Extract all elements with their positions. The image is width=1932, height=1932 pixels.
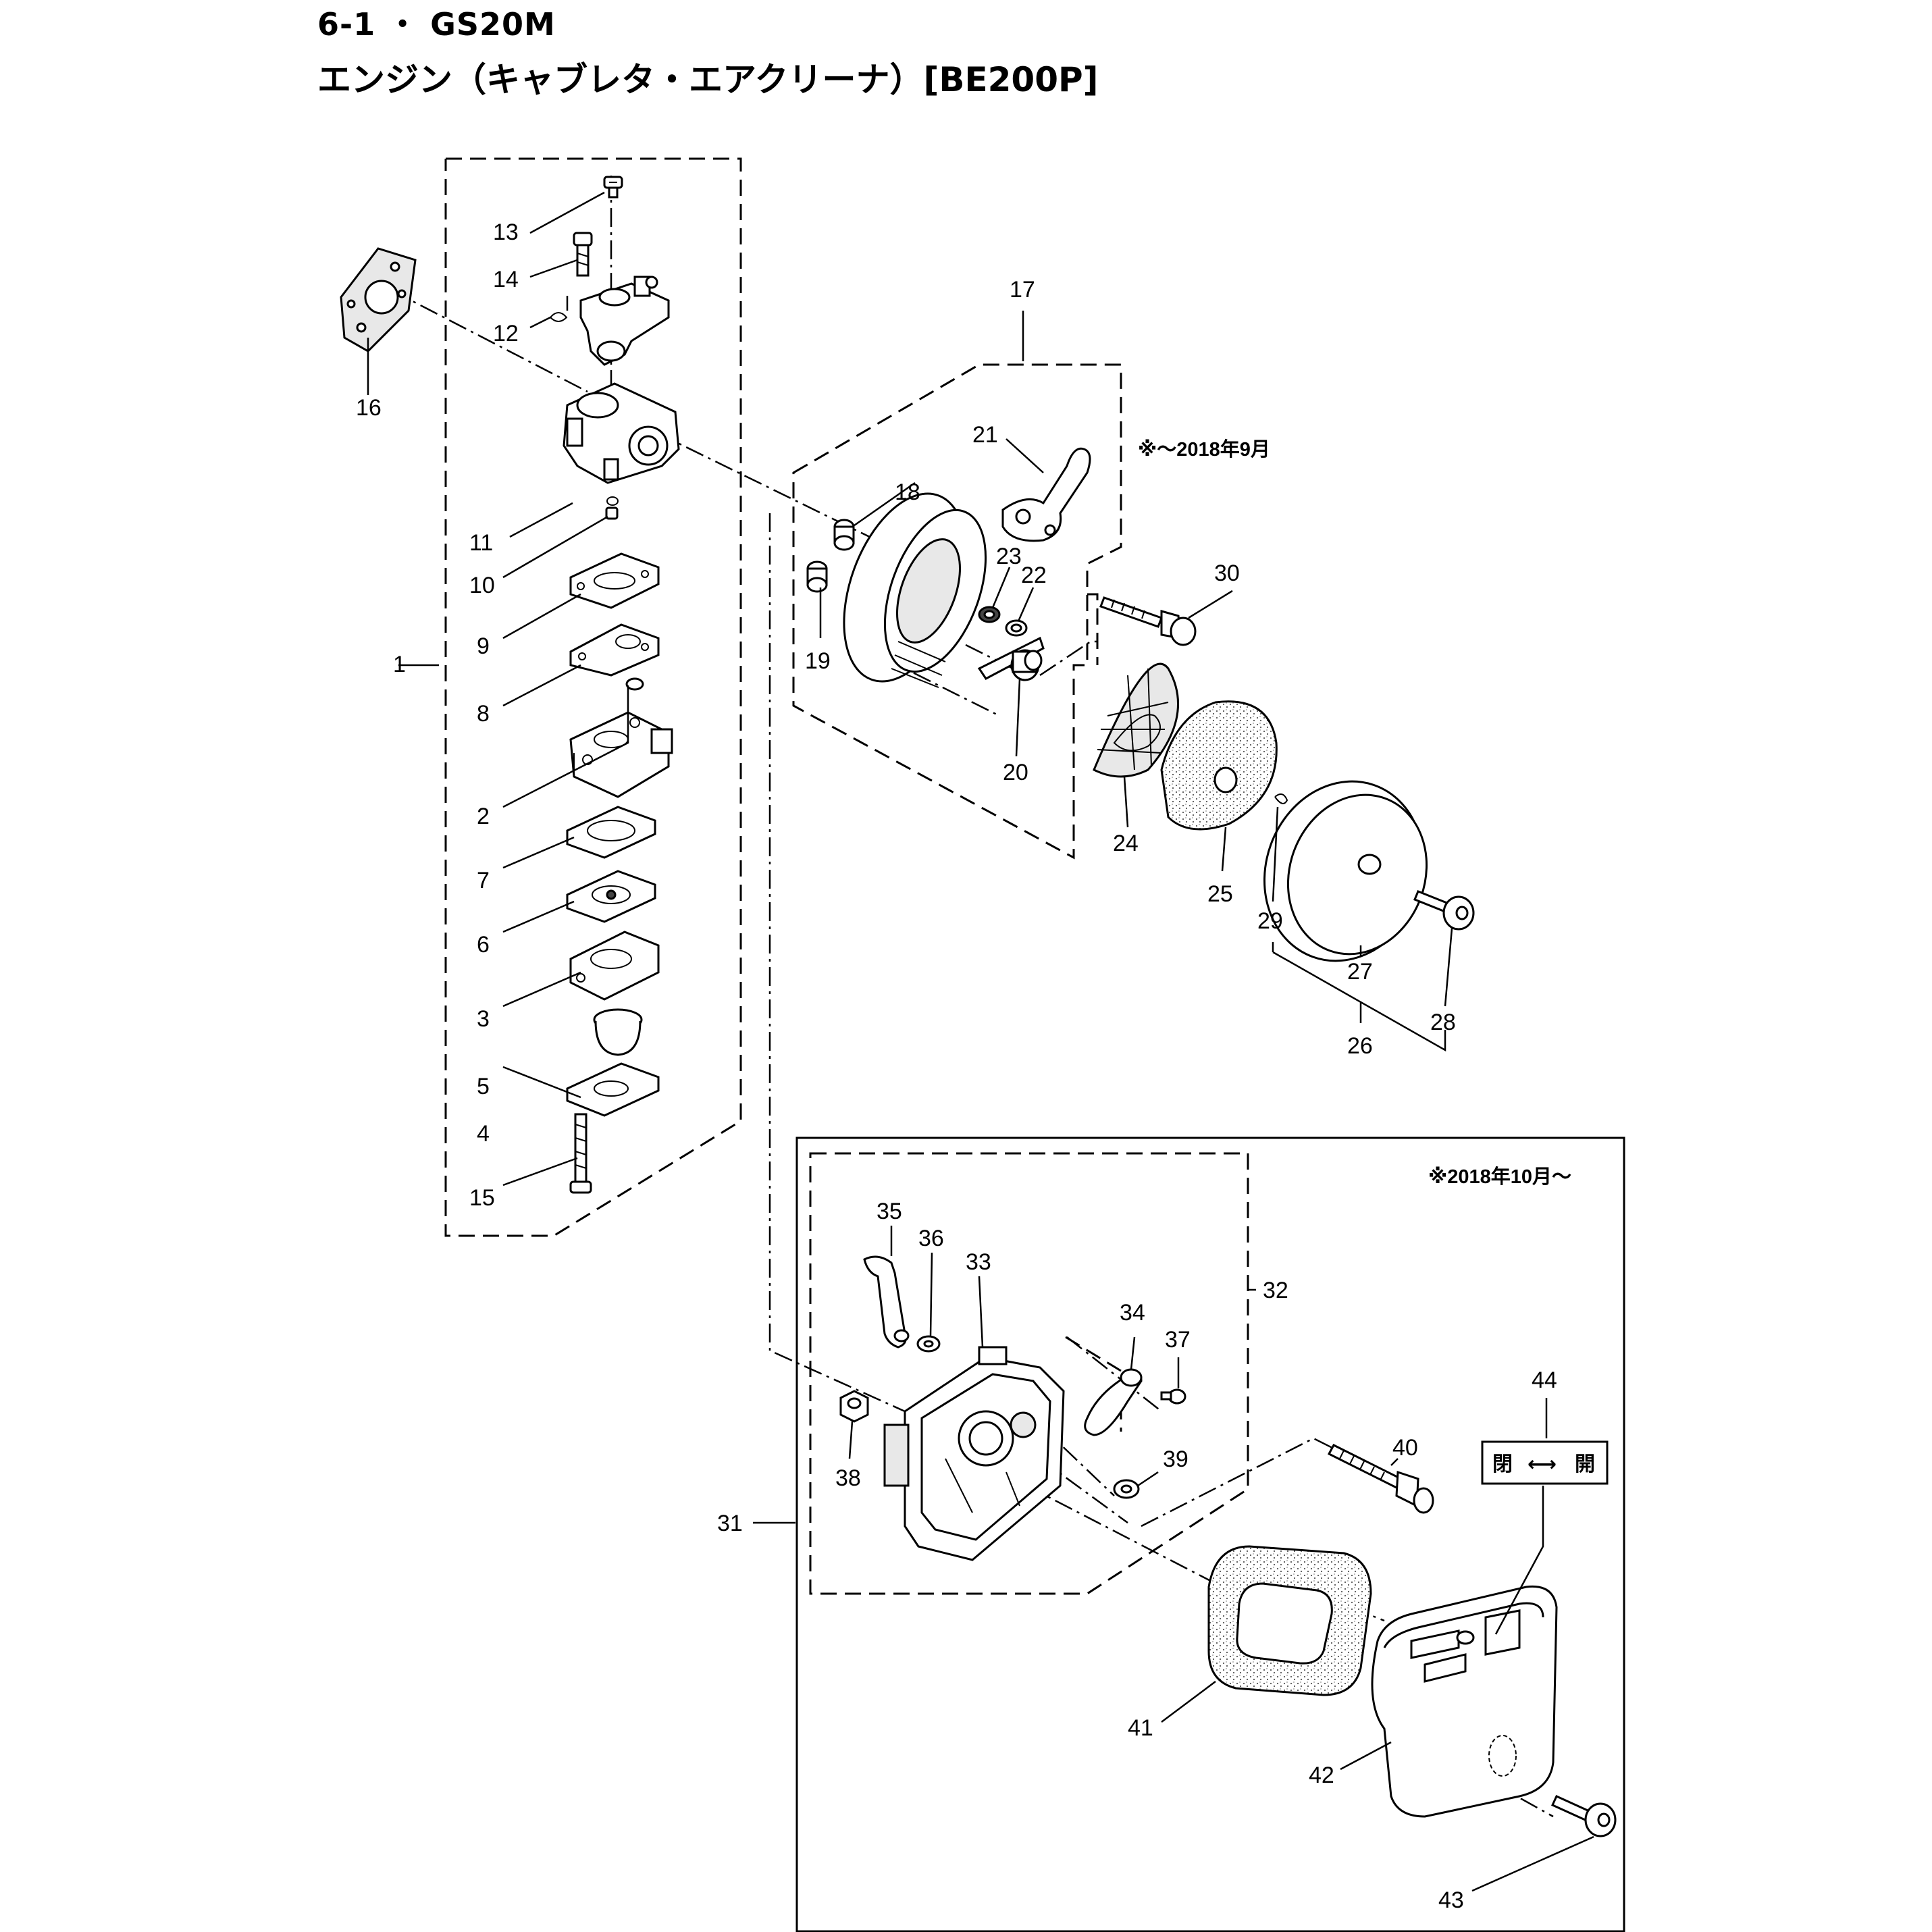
callout: 5 bbox=[477, 1074, 490, 1099]
callout: 27 bbox=[1347, 959, 1373, 985]
callout: 43 bbox=[1438, 1887, 1464, 1913]
callout: 19 bbox=[805, 648, 831, 674]
callout: 12 bbox=[493, 321, 519, 346]
part-42-cover bbox=[1371, 1585, 1558, 1818]
part-30-bolt bbox=[1099, 596, 1197, 646]
part-16-insulator-gasket bbox=[340, 247, 417, 353]
callout: 41 bbox=[1128, 1715, 1153, 1741]
callout: 18 bbox=[895, 479, 920, 505]
callout: 39 bbox=[1163, 1446, 1189, 1472]
page-title: 6-1 ・ GS20M bbox=[317, 6, 556, 43]
carburetor-assembly-boundary bbox=[444, 157, 742, 1237]
sign-open-label: 開 bbox=[1575, 1453, 1595, 1476]
part-27-cover bbox=[1263, 780, 1428, 962]
part-34-choke-plate bbox=[1065, 1336, 1143, 1436]
part-12-clip bbox=[550, 312, 568, 322]
callout: 21 bbox=[972, 422, 998, 448]
callout: 34 bbox=[1120, 1300, 1145, 1326]
part-29-clip bbox=[1274, 793, 1288, 804]
part-11-o-ring bbox=[606, 496, 619, 506]
callout: 35 bbox=[877, 1199, 902, 1224]
page-subtitle: エンジン（キャブレタ・エアクリーナ）[BE200P] bbox=[317, 60, 1099, 99]
callout: 22 bbox=[1021, 563, 1047, 588]
callout: 24 bbox=[1113, 831, 1139, 856]
callout: 38 bbox=[835, 1465, 861, 1491]
callout: 23 bbox=[996, 544, 1022, 569]
callout-numbers: 1 2 3 4 5 6 7 8 9 10 11 12 13 14 15 16 1… bbox=[356, 219, 1557, 1913]
callout: 33 bbox=[966, 1249, 991, 1275]
callout: 44 bbox=[1532, 1367, 1557, 1393]
lever-direction-sign: 閉 ⟷ 開 bbox=[1481, 1440, 1609, 1485]
part-36-washer bbox=[916, 1335, 941, 1353]
callout: 6 bbox=[477, 932, 490, 958]
part-33-case bbox=[883, 1346, 1065, 1561]
part-21-choke-lever bbox=[1001, 447, 1091, 542]
callout: 14 bbox=[493, 267, 519, 292]
callout: 17 bbox=[1010, 277, 1035, 303]
callout: 37 bbox=[1165, 1327, 1191, 1353]
callout: 2 bbox=[477, 804, 490, 829]
callout: 13 bbox=[493, 219, 519, 245]
sign-arrow: ⟷ bbox=[1528, 1453, 1557, 1476]
part-13-screw bbox=[603, 176, 623, 199]
callout: 31 bbox=[717, 1511, 743, 1536]
callout: 10 bbox=[469, 573, 495, 598]
callout: 4 bbox=[477, 1121, 490, 1147]
callout: 9 bbox=[477, 633, 490, 659]
callout: 1 bbox=[393, 652, 406, 677]
air-cleaner-late-boundary bbox=[795, 1137, 1625, 1932]
callout: 20 bbox=[1003, 760, 1028, 785]
part-35-lever bbox=[863, 1255, 910, 1349]
part-19-collar bbox=[806, 560, 828, 593]
callout: 36 bbox=[918, 1226, 944, 1251]
callout: 32 bbox=[1263, 1278, 1288, 1303]
part-14-bolt bbox=[573, 232, 593, 277]
part-9-gasket bbox=[569, 552, 660, 609]
callout: 29 bbox=[1257, 908, 1283, 934]
sign-close-label: 閉 bbox=[1492, 1453, 1513, 1476]
callout: 25 bbox=[1207, 881, 1233, 907]
part-37-screw bbox=[1160, 1388, 1186, 1405]
part-23-washer bbox=[978, 606, 1001, 623]
part-24-element-holder bbox=[1093, 662, 1180, 778]
part-7-gasket bbox=[566, 806, 656, 859]
part-5-primer-bulb bbox=[593, 1008, 643, 1056]
callout: 15 bbox=[469, 1185, 495, 1211]
part-6-diaphragm bbox=[566, 870, 656, 923]
part-20-choke-valve bbox=[977, 636, 1045, 681]
note-from-oct-2018: ※2018年10月～ bbox=[1428, 1165, 1571, 1188]
part-39-nut bbox=[1113, 1479, 1140, 1499]
part-43-knob-screw bbox=[1551, 1795, 1617, 1837]
part-2-pump-body bbox=[569, 677, 673, 798]
part-25-element bbox=[1160, 700, 1278, 831]
part-4-bracket bbox=[566, 1062, 660, 1117]
callout: 16 bbox=[356, 395, 382, 421]
note-until-sep-2018: ※～2018年9月 bbox=[1138, 438, 1270, 461]
part-carb-top-cover bbox=[579, 276, 670, 366]
part-22-washer bbox=[1005, 619, 1028, 637]
part-41-element bbox=[1207, 1545, 1372, 1696]
callout: 26 bbox=[1347, 1033, 1373, 1059]
part-3-cover bbox=[569, 931, 660, 1001]
part-8-gasket bbox=[569, 623, 660, 677]
callout: 7 bbox=[477, 868, 490, 893]
callout: 11 bbox=[469, 530, 493, 556]
part-10-needle bbox=[605, 506, 619, 520]
part-28-knob-screw bbox=[1413, 890, 1475, 931]
leader-lines bbox=[367, 191, 1594, 1892]
callout: 28 bbox=[1430, 1010, 1456, 1035]
part-40-bolt bbox=[1327, 1444, 1434, 1514]
callout: 40 bbox=[1392, 1435, 1418, 1461]
part-18-collar bbox=[833, 519, 855, 551]
callout: 3 bbox=[477, 1006, 490, 1032]
callout: 42 bbox=[1309, 1763, 1334, 1788]
callout: 8 bbox=[477, 701, 490, 727]
part-38-nut bbox=[839, 1390, 869, 1423]
part-17-air-cleaner-case bbox=[843, 492, 987, 688]
part-15-long-screw bbox=[569, 1113, 592, 1194]
callout: 30 bbox=[1214, 560, 1240, 586]
part-carburetor-body bbox=[563, 382, 680, 484]
